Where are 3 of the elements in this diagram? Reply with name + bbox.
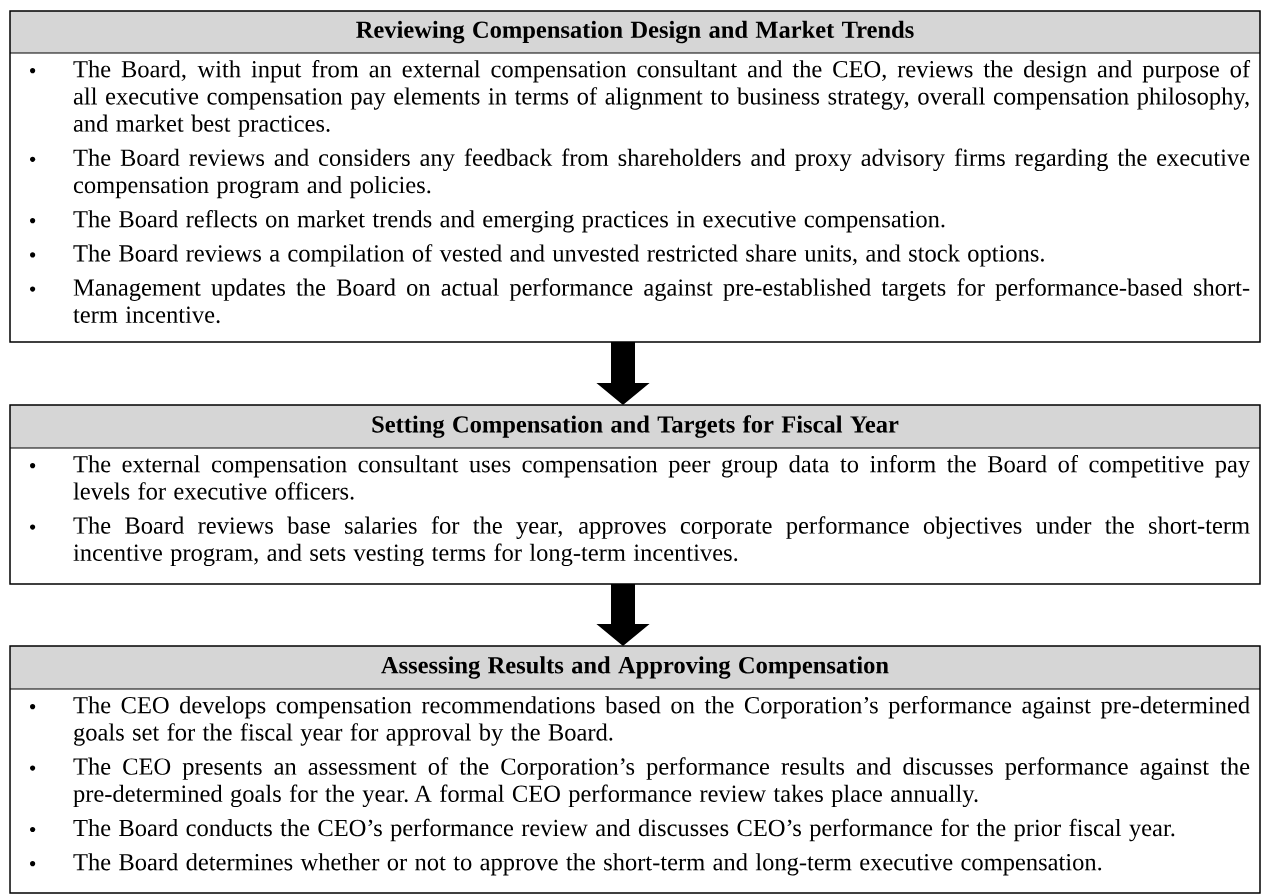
section-box: Setting Compensation and Targets for Fiscal Year The external compensation consultant uses compensation peer group data to inform the Board of competitive pay levels for executive officers. The Board reviews base salaries for the year, approves corporate performance objectives under the short-term incentive program, and sets vesting terms for long-term incentives. [9,404,1261,585]
section-box: Assessing Results and Approving Compensation The CEO develops compensation recommendations based on the Corporation’s performance against pre-determined goals set for the fiscal year for approval by the Board. The CEO presents an assessment of the Corporation’s performance results and discusses performance against the pre-determined goals for the year. A formal CEO performance review takes place annually. The Board conducts the CEO’s performance review and discusses CEO’s performance for the prior fiscal year. The Board determines whether or not to approve the short-term and long-term executive compensation. [9,645,1261,894]
section-box: Reviewing Compensation Design and Market Trends The Board, with input from an external compensation consultant and the CEO, reviews the design and purpose of all executive compensation pay elements in terms of alignment to business strategy, overall compensation philosophy, and market best practices. The Board reviews and considers any feedback from shareholders and proxy advisory firms regarding the executive compensation program and policies. The Board reflects on market trends and emerging practices in executive compensation. The Board reviews a compilation of vested and unvested restricted share units, and stock options. Management updates the Board on actual performance against pre-established targets for performance-based short-term incentive. [9,10,1261,343]
